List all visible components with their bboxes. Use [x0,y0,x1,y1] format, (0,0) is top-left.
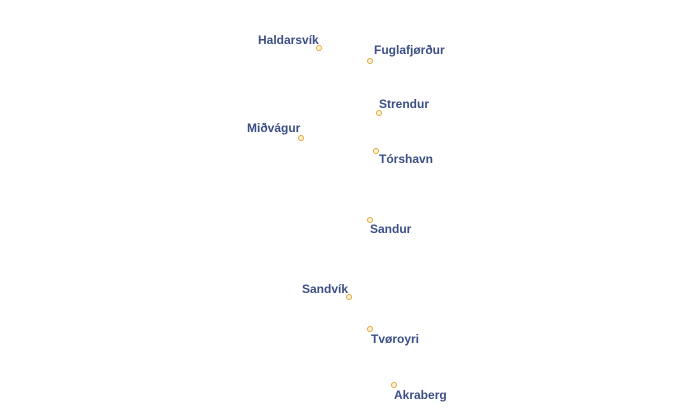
town-label-akraberg: Akraberg [394,388,447,402]
town-marker-sandvik[interactable] [346,294,352,300]
town-marker-haldarsvik[interactable] [316,45,322,51]
town-label-midvagur: Miðvágur [247,121,301,135]
town-marker-torshavn[interactable] [373,148,379,154]
town-marker-midvagur[interactable] [298,135,304,141]
town-label-haldarsvik: Haldarsvík [258,33,319,47]
town-marker-strendur[interactable] [376,110,382,116]
town-marker-sandur[interactable] [367,217,373,223]
town-label-fuglafjordur: Fuglafjørður [374,43,445,57]
town-label-sandvik: Sandvík [302,282,349,296]
town-label-sandur: Sandur [370,222,412,236]
town-label-strendur: Strendur [379,97,430,111]
town-marker-tvoroyri[interactable] [367,326,373,332]
town-marker-akraberg[interactable] [391,382,397,388]
town-marker-fuglafjordur[interactable] [367,58,373,64]
town-label-torshavn: Tórshavn [379,152,434,166]
town-label-tvoroyri: Tvøroyri [371,332,420,346]
